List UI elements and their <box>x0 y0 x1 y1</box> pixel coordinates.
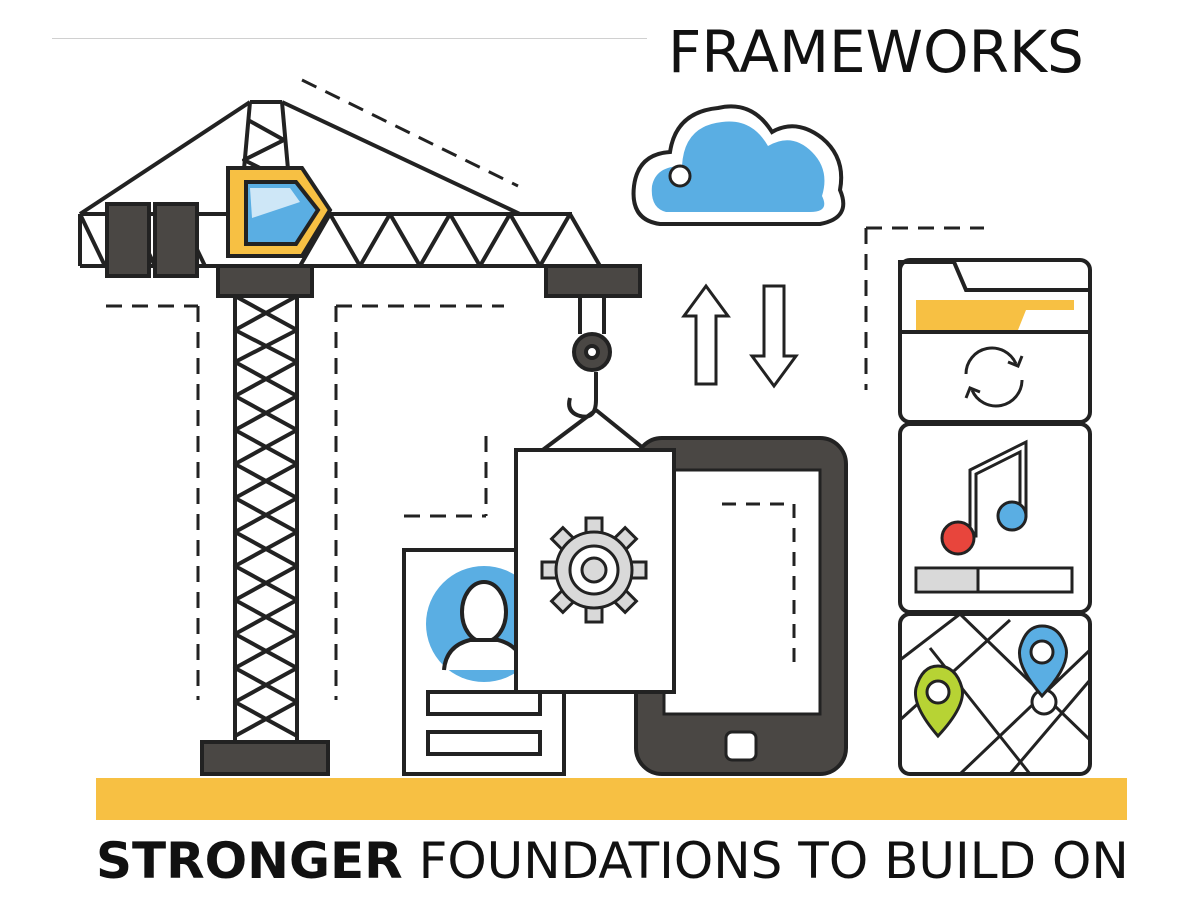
map-icon <box>898 612 1092 776</box>
tagline-rest: FOUNDATIONS TO BUILD ON <box>402 832 1129 890</box>
tablet-icon <box>634 436 848 776</box>
frameworks-illustration <box>78 78 1127 820</box>
top-divider <box>52 38 647 39</box>
music-icon <box>898 422 1092 614</box>
tagline-bold: STRONGER <box>96 832 403 890</box>
gear-card-icon <box>514 448 676 694</box>
download-arrow-icon <box>749 284 799 389</box>
cloud-icon <box>631 104 846 226</box>
ground-bar <box>96 778 1127 820</box>
page-title: FRAMEWORKS <box>668 18 1084 86</box>
upload-arrow-icon <box>681 283 731 386</box>
folder-sync-icon <box>898 258 1092 424</box>
tagline: STRONGER FOUNDATIONS TO BUILD ON <box>96 826 1136 896</box>
